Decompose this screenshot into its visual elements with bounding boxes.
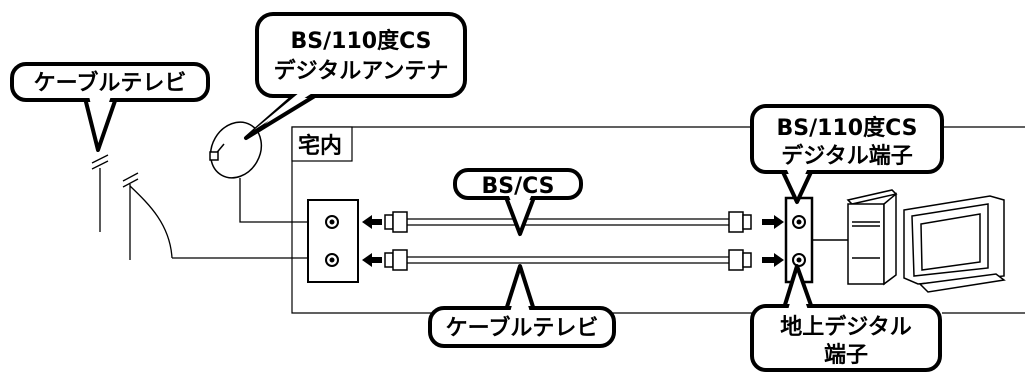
black-arrow-icon [362,215,382,267]
cable-tv-bottom-label: ケーブルテレビ [446,315,599,341]
black-arrow-icon [762,215,784,267]
utility-pole-icon [91,154,173,260]
right-connectors [728,211,752,271]
left-connectors [384,211,408,271]
terrestrial-label-line1: 地上デジタル [780,314,912,340]
computer-icon [846,189,1006,293]
bs-cs-cable-label: BS/CS [481,174,554,199]
callout-bs-antenna [244,12,467,140]
cable-tv-cable [407,256,729,264]
bs-terminal-label-line1: BS/110度CS [777,115,918,141]
cable-tv-top-label: ケーブルテレビ [34,70,187,96]
bs-cs-cable [407,218,729,226]
terrestrial-label-line2: 端子 [824,343,868,368]
callout-cable-tv-bottom [428,264,616,348]
callout-bs-terminal [750,104,944,204]
bs-antenna-label-line1: BS/110度CS [291,28,432,54]
callout-bs-cs [453,168,583,236]
room-label: 宅内 [298,133,342,159]
callout-terrestrial-terminal [750,264,942,372]
callout-cable-tv-top [10,62,210,152]
bs-terminal-label-line2: デジタル端子 [781,143,913,169]
wall-outlet-icon [307,199,359,283]
bs-antenna-label-line2: デジタルアンテナ [274,58,449,84]
